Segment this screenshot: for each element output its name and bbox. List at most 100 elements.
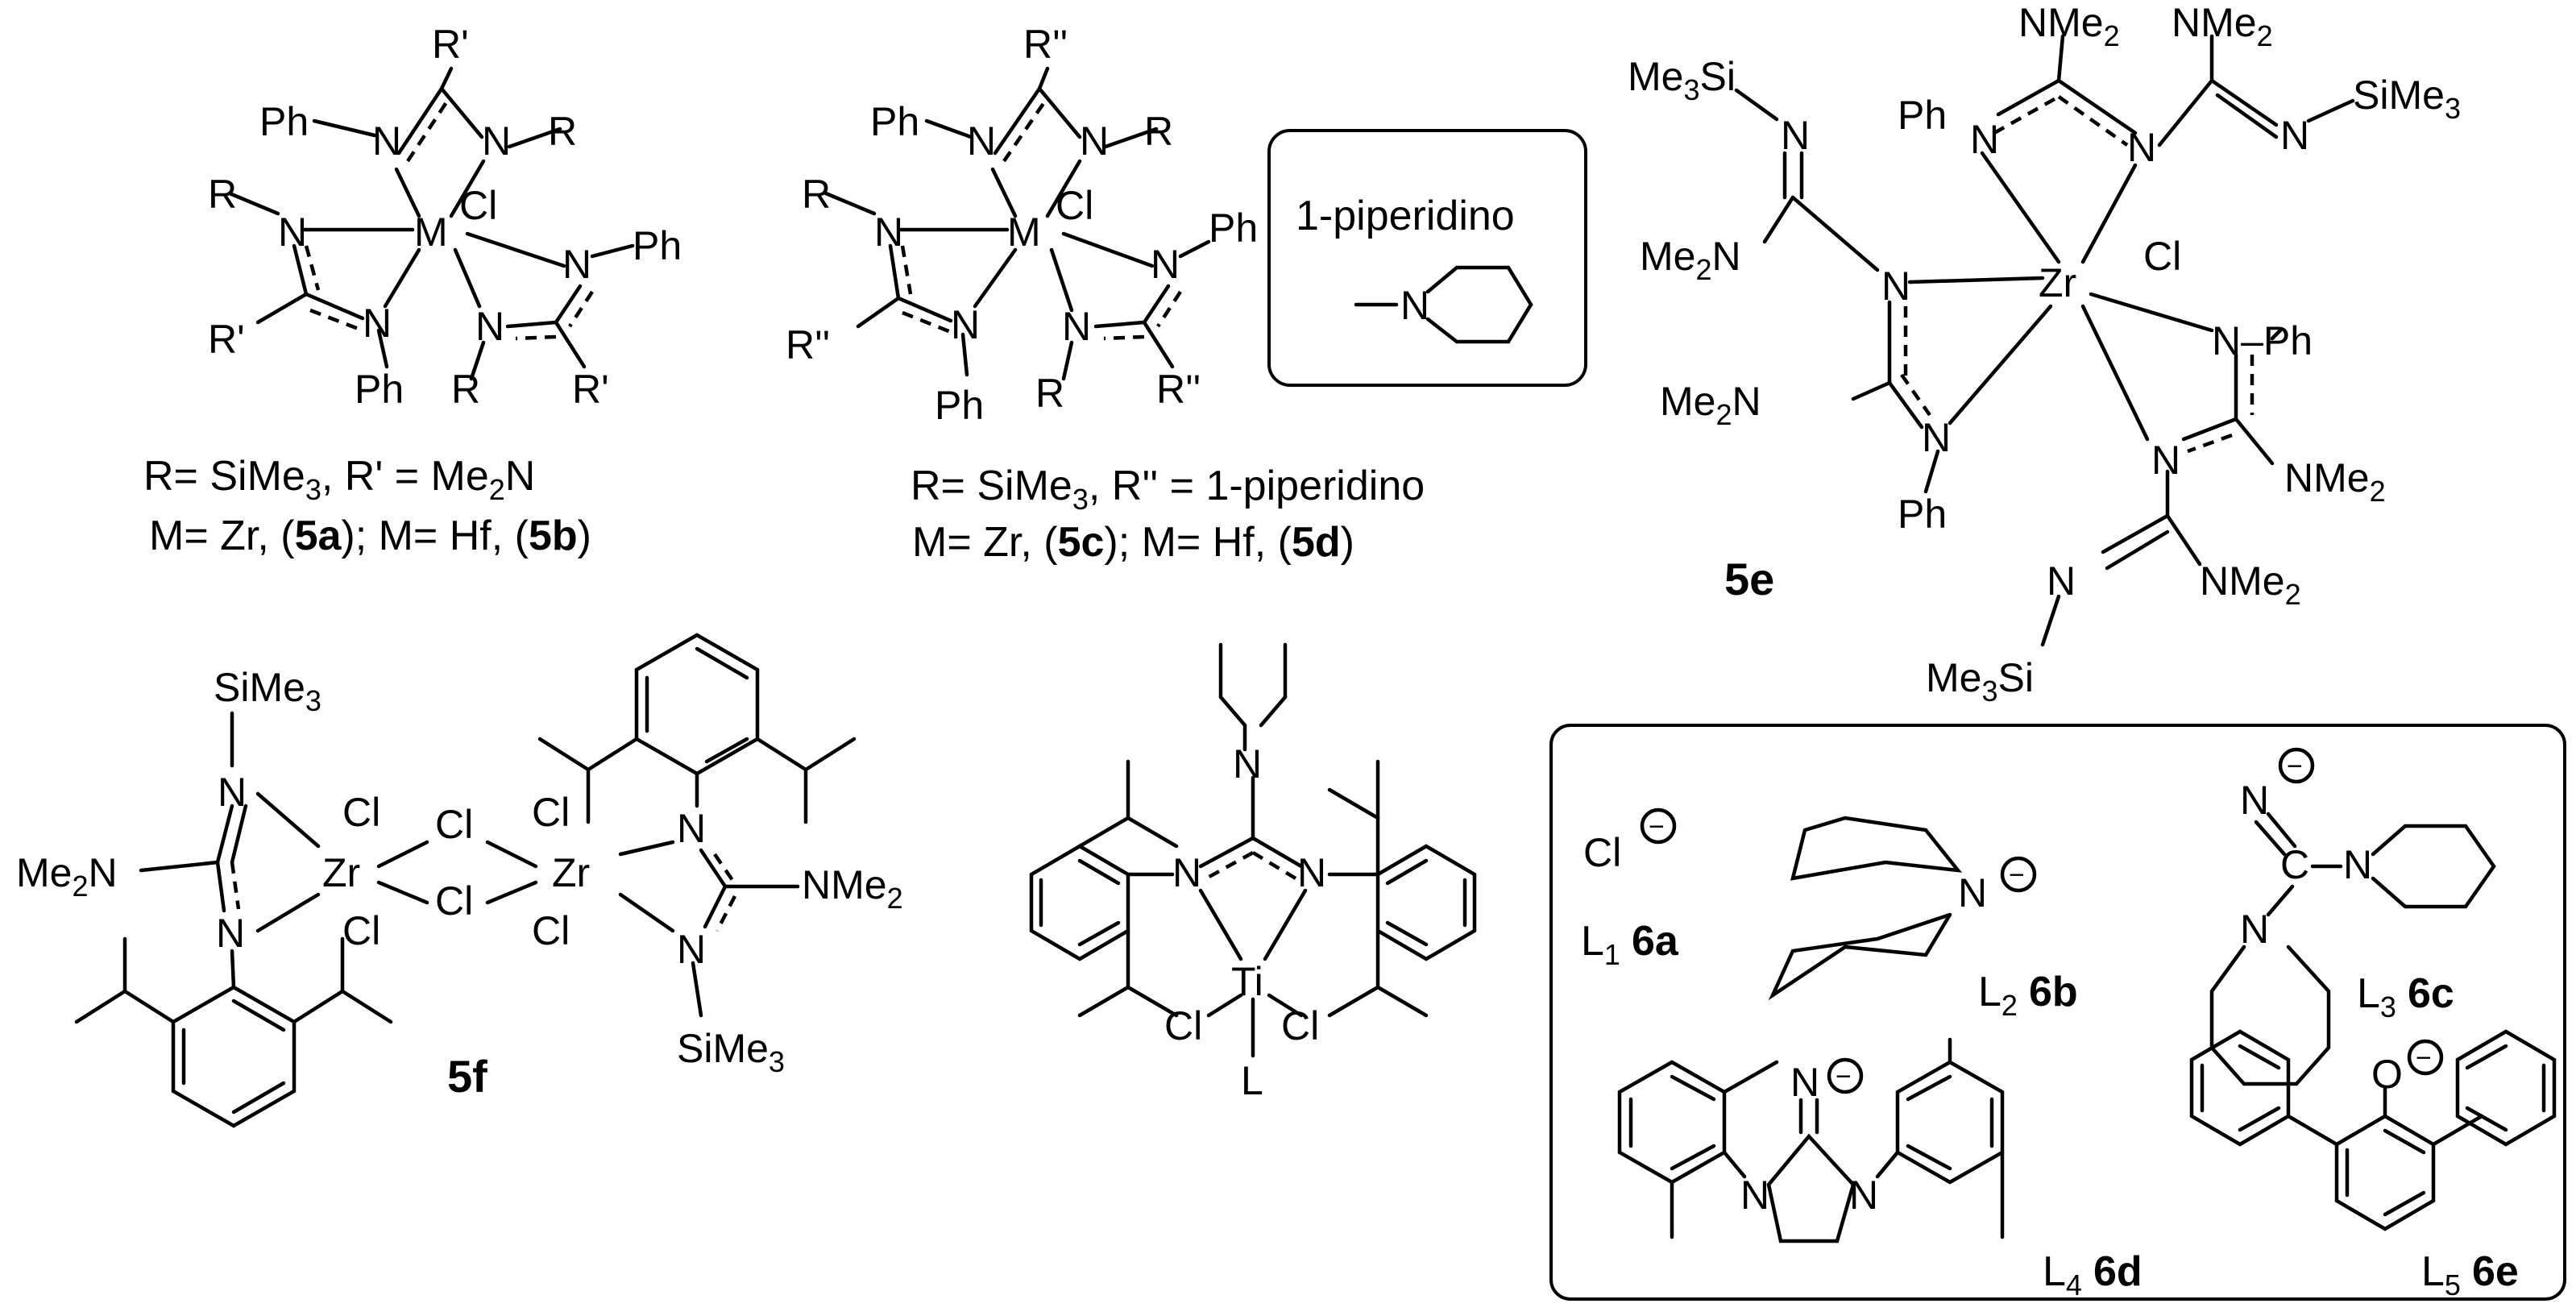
atom-r-dprime-top: R'' bbox=[1023, 22, 1068, 67]
atom-n: N bbox=[1849, 1173, 1878, 1218]
atom-ti: Ti bbox=[1231, 959, 1263, 1004]
atom-n: N bbox=[2240, 907, 2269, 952]
atom-r-prime-top: R' bbox=[432, 22, 469, 67]
atom-sime3: SiMe3 bbox=[2353, 73, 2461, 125]
atom-n: N bbox=[2343, 842, 2372, 887]
atom-metal: M bbox=[1007, 210, 1041, 255]
atom-cl: Cl bbox=[532, 908, 570, 953]
atom-nme2: NMe2 bbox=[2284, 455, 2386, 508]
atom-cl: Cl bbox=[342, 790, 380, 835]
atom-n: N bbox=[475, 304, 504, 349]
atom-n: N bbox=[677, 806, 706, 851]
atom-metal: M bbox=[414, 210, 448, 255]
atom-me2n: Me2N bbox=[1660, 379, 1761, 431]
piperidino-title: 1-piperidino bbox=[1296, 193, 1515, 239]
atom-sime3: SiMe3 bbox=[677, 1026, 785, 1078]
atom-r: R bbox=[548, 109, 577, 154]
atom-ph: Ph bbox=[1209, 205, 1258, 251]
atom-me3si: Me3Si bbox=[1926, 655, 2034, 708]
atom-cl: Cl bbox=[532, 790, 570, 835]
caption-5ab-line2: M= Zr, (5a); M= Hf, (5b) bbox=[149, 513, 591, 559]
atom-cl: Cl bbox=[342, 908, 380, 953]
atom-ph: Ph bbox=[935, 383, 984, 428]
atom-n: N bbox=[218, 770, 247, 815]
atom-cl: Cl bbox=[435, 878, 473, 924]
structure-5e: Me3Si N Me2N N Me2N N Ph Ph N NMe2 N NMe… bbox=[1628, 0, 2461, 708]
ligand-chloride: Cl bbox=[1583, 830, 1621, 875]
atom-n: N bbox=[1958, 870, 1987, 915]
atom-nme2: NMe2 bbox=[2200, 558, 2301, 611]
minus-sign: − bbox=[1836, 1061, 1852, 1092]
atom-n: N bbox=[951, 302, 980, 347]
compound-label-5f: 5f bbox=[447, 1051, 487, 1102]
atom-r: R bbox=[1035, 371, 1064, 416]
atom-me3si: Me3Si bbox=[1628, 54, 1736, 106]
atom-l: L bbox=[1241, 1058, 1263, 1103]
minus-sign: − bbox=[2416, 1043, 2432, 1073]
atom-n: N bbox=[1970, 117, 1999, 162]
atom-n-ph: N–Ph bbox=[2212, 318, 2313, 363]
atom-n: N bbox=[1881, 264, 1910, 309]
atom-n: N bbox=[2127, 125, 2156, 170]
atom-ph: Ph bbox=[355, 367, 404, 412]
atom-ph: Ph bbox=[633, 223, 682, 268]
atom-me2n: Me2N bbox=[16, 850, 118, 903]
atom-n: N bbox=[1233, 741, 1262, 787]
atom-n: N bbox=[1400, 283, 1429, 328]
minus-sign: − bbox=[2009, 860, 2025, 890]
atom-n: N bbox=[2240, 778, 2269, 823]
atom-cl: Cl bbox=[1164, 1003, 1202, 1048]
caption-5cd-line2: M= Zr, (5c); M= Hf, (5d) bbox=[912, 519, 1354, 566]
caption-5ab-line1: R= SiMe3, R' = Me2N bbox=[143, 453, 535, 506]
atom-ph: Ph bbox=[1898, 492, 1947, 537]
atom-zr: Zr bbox=[322, 850, 360, 895]
atom-o: O bbox=[2371, 1052, 2403, 1097]
atom-r: R bbox=[208, 172, 237, 217]
atom-cl: Cl bbox=[1281, 1003, 1319, 1048]
structure-5f: SiMe3 N Me2N N Zr Cl Cl Cl Cl Cl Cl Zr N… bbox=[16, 633, 903, 1128]
atom-n: N bbox=[216, 911, 245, 956]
atom-n: N bbox=[278, 210, 307, 255]
atom-nme2: NMe2 bbox=[802, 862, 903, 915]
atom-cl: Cl bbox=[2143, 234, 2181, 279]
atom-n: N bbox=[482, 118, 511, 164]
atom-cl: Cl bbox=[459, 183, 497, 228]
atom-n: N bbox=[1172, 850, 1201, 895]
atom-n: N bbox=[1062, 304, 1091, 349]
atom-n: N bbox=[372, 118, 401, 164]
atom-me2n: Me2N bbox=[1640, 234, 1741, 286]
atom-n: N bbox=[2280, 113, 2309, 158]
atom-n: N bbox=[2047, 558, 2076, 604]
atom-r-dprime: R'' bbox=[1156, 367, 1201, 412]
structure-5a-5b: R' Ph N N R R N M Cl N Ph R' N N R' Ph R… bbox=[143, 22, 682, 559]
atom-n: N bbox=[677, 927, 706, 972]
atom-n: N bbox=[2151, 438, 2180, 483]
atom-ph-top: Ph bbox=[870, 99, 919, 144]
atom-ph-top: Ph bbox=[259, 99, 309, 144]
atom-r-prime: R' bbox=[208, 317, 245, 362]
atom-nme2: NMe2 bbox=[2172, 0, 2273, 52]
caption-5cd-line1: R= SiMe3, R'' = 1-piperidino bbox=[911, 463, 1425, 516]
structure-5c-5d: R'' Ph N N R R N M Cl N Ph R'' N N R'' P… bbox=[786, 22, 1425, 566]
piperidino-box: 1-piperidino N bbox=[1267, 129, 1587, 387]
minus-sign: − bbox=[1649, 812, 1665, 842]
structure-ti-complex: N N N Ti Cl Cl L bbox=[1029, 642, 1477, 1103]
atom-n: N bbox=[967, 118, 996, 164]
atom-sime3: SiMe3 bbox=[214, 665, 321, 717]
atom-r: R bbox=[802, 172, 831, 217]
atom-r-prime: R' bbox=[572, 367, 609, 412]
atom-nme2: NMe2 bbox=[2018, 0, 2120, 52]
atom-ph: Ph bbox=[1898, 93, 1947, 138]
atom-n: N bbox=[1151, 242, 1180, 287]
atom-n: N bbox=[1080, 118, 1109, 164]
atom-n: N bbox=[1790, 1060, 1819, 1105]
minus-sign: − bbox=[2287, 751, 2303, 782]
atom-zr: Zr bbox=[2039, 260, 2076, 305]
atom-c: C bbox=[2280, 842, 2309, 887]
atom-n: N bbox=[1922, 415, 1951, 460]
